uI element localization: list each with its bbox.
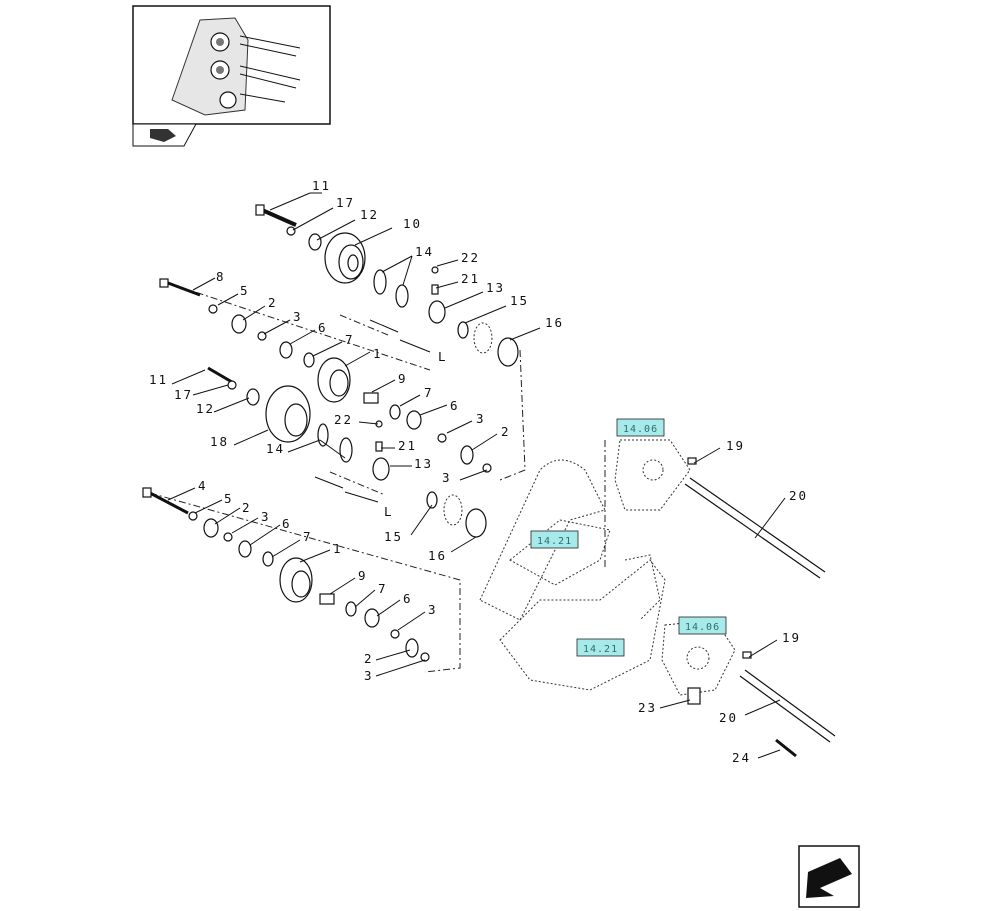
reference-tags: 14.06 14.21 14.21 14.06 [530,418,727,657]
callout-6a: 6 [318,320,328,335]
callout-15b: 15 [384,529,403,544]
callout-13b: 13 [414,456,433,471]
callout-5a: 5 [240,283,250,298]
callout-2a: 2 [268,295,278,310]
book-icon[interactable] [132,123,197,147]
callout-2d: 2 [364,651,374,666]
callout-9b: 9 [358,568,368,583]
callout-1b: 1 [333,541,343,556]
center-lines [149,282,606,673]
callout-2b: 2 [501,424,511,439]
callout-18: 18 [210,434,229,449]
callout-21b: 21 [398,438,417,453]
callout-3b: 3 [476,411,486,426]
callout-16a: 16 [545,315,564,330]
parts-upper [159,204,519,538]
callout-12b: 12 [196,401,215,416]
callout-6d: 6 [403,591,413,606]
callout-10: 10 [403,216,422,231]
callout-6c: 6 [282,516,292,531]
callout-20b: 20 [719,710,738,725]
callout-1a: 1 [373,346,383,361]
callout-3c: 3 [442,470,452,485]
callout-14a: 14 [415,244,434,259]
callout-22a: 22 [461,250,480,265]
callout-24: 24 [732,750,751,765]
callout-4: 4 [198,478,208,493]
ref-tag[interactable]: 14.06 [616,418,665,437]
callout-22b: 22 [334,412,353,427]
ref-tag[interactable]: 14.21 [530,530,579,549]
callout-15a: 15 [510,293,529,308]
callout-21a: 21 [461,271,480,286]
callout-11b: 11 [149,372,168,387]
callout-17b: 17 [174,387,193,402]
callout-7c: 7 [303,529,313,544]
callout-3f: 3 [364,668,374,683]
parts-lower [142,487,430,662]
callout-2c: 2 [242,500,252,515]
callout-3e: 3 [428,602,438,617]
belt-housing [479,439,736,696]
next-page-arrow-icon[interactable] [798,845,860,908]
callout-19a: 19 [726,438,745,453]
callout-8: 8 [216,269,226,284]
svg-text:14.06: 14.06 [623,424,658,435]
callout-13a: 13 [486,280,505,295]
callout-16b: 16 [428,548,447,563]
callout-Lb: L [384,504,394,519]
callout-6b: 6 [450,398,460,413]
callout-5b: 5 [224,491,234,506]
callout-3a: 3 [293,309,303,324]
callout-9a: 9 [398,371,408,386]
callout-20a: 20 [789,488,808,503]
svg-text:14.21: 14.21 [583,644,618,655]
leader-lines [167,192,786,759]
svg-text:14.06: 14.06 [685,622,720,633]
callout-7d: 7 [378,581,388,596]
callout-La: L [438,349,448,364]
callout-19b: 19 [782,630,801,645]
callout-3d: 3 [261,509,271,524]
callout-17a: 17 [336,195,355,210]
callout-7b: 7 [424,385,434,400]
assembly-thumbnail-icon[interactable] [132,5,331,125]
callout-14b: 14 [266,441,285,456]
callout-23: 23 [638,700,657,715]
ref-tag[interactable]: 14.21 [576,638,625,657]
shafts [684,457,836,758]
svg-text:14.21: 14.21 [537,536,572,547]
callout-11a: 11 [312,178,331,193]
callout-12a: 12 [360,207,379,222]
dimension-markers [314,319,431,503]
ref-tag[interactable]: 14.06 [678,616,727,635]
callout-labels: 11 17 12 10 14 22 21 13 15 16 8 5 2 3 6 … [149,178,808,765]
callout-7a: 7 [345,332,355,347]
